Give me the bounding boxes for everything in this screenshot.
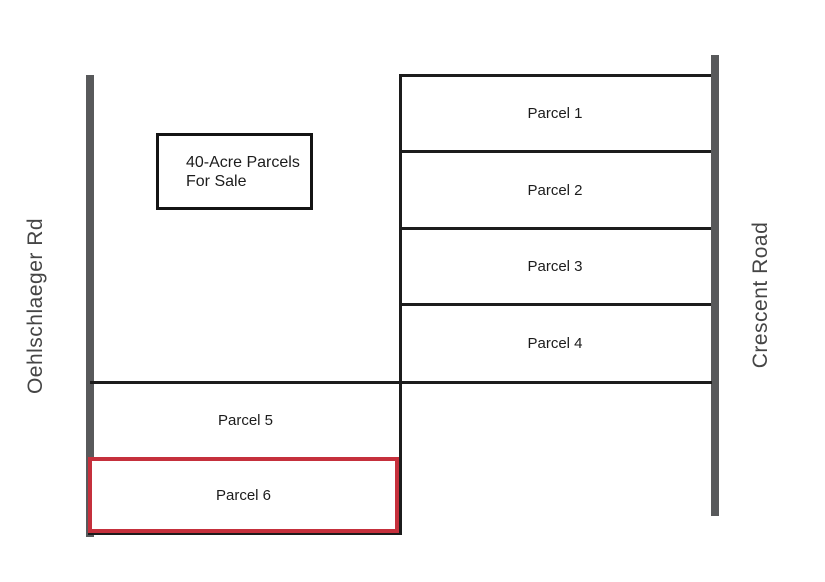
road-label-oehlschlaeger: Oehlschlaeger Rd — [24, 217, 47, 395]
parcel-5: Parcel 5 — [92, 384, 399, 457]
parcel-3-label: Parcel 3 — [527, 258, 583, 275]
parcel-stack-right: Parcel 1 Parcel 2 Parcel 3 Parcel 4 — [399, 74, 711, 381]
parcel-1-label: Parcel 1 — [527, 105, 583, 122]
parcel-4-label: Parcel 4 — [527, 335, 583, 352]
sale-sign-line1: 40-Acre Parcels — [186, 153, 300, 171]
parcel-5-label: Parcel 5 — [217, 412, 274, 429]
parcel-6-highlight: Parcel 6 — [88, 457, 399, 533]
parcel-2-label: Parcel 2 — [527, 181, 583, 199]
parcel-2: Parcel 2 — [399, 150, 711, 227]
parcel-boundary-vertical-line — [399, 74, 402, 535]
parcel-1: Parcel 1 — [399, 74, 711, 150]
for-sale-sign: 40-Acre Parcels For Sale — [156, 133, 313, 210]
parcel-4: Parcel 4 — [399, 303, 711, 381]
parcel-3: Parcel 3 — [399, 227, 711, 303]
oehlschlaeger-road-line — [86, 75, 94, 537]
parcel-6-label: Parcel 6 — [215, 486, 272, 504]
crescent-road-line — [711, 55, 719, 516]
parcel-6-bottom-line — [88, 532, 402, 535]
road-label-crescent: Crescent Road — [749, 221, 772, 369]
sale-sign-line2: For Sale — [186, 172, 247, 190]
